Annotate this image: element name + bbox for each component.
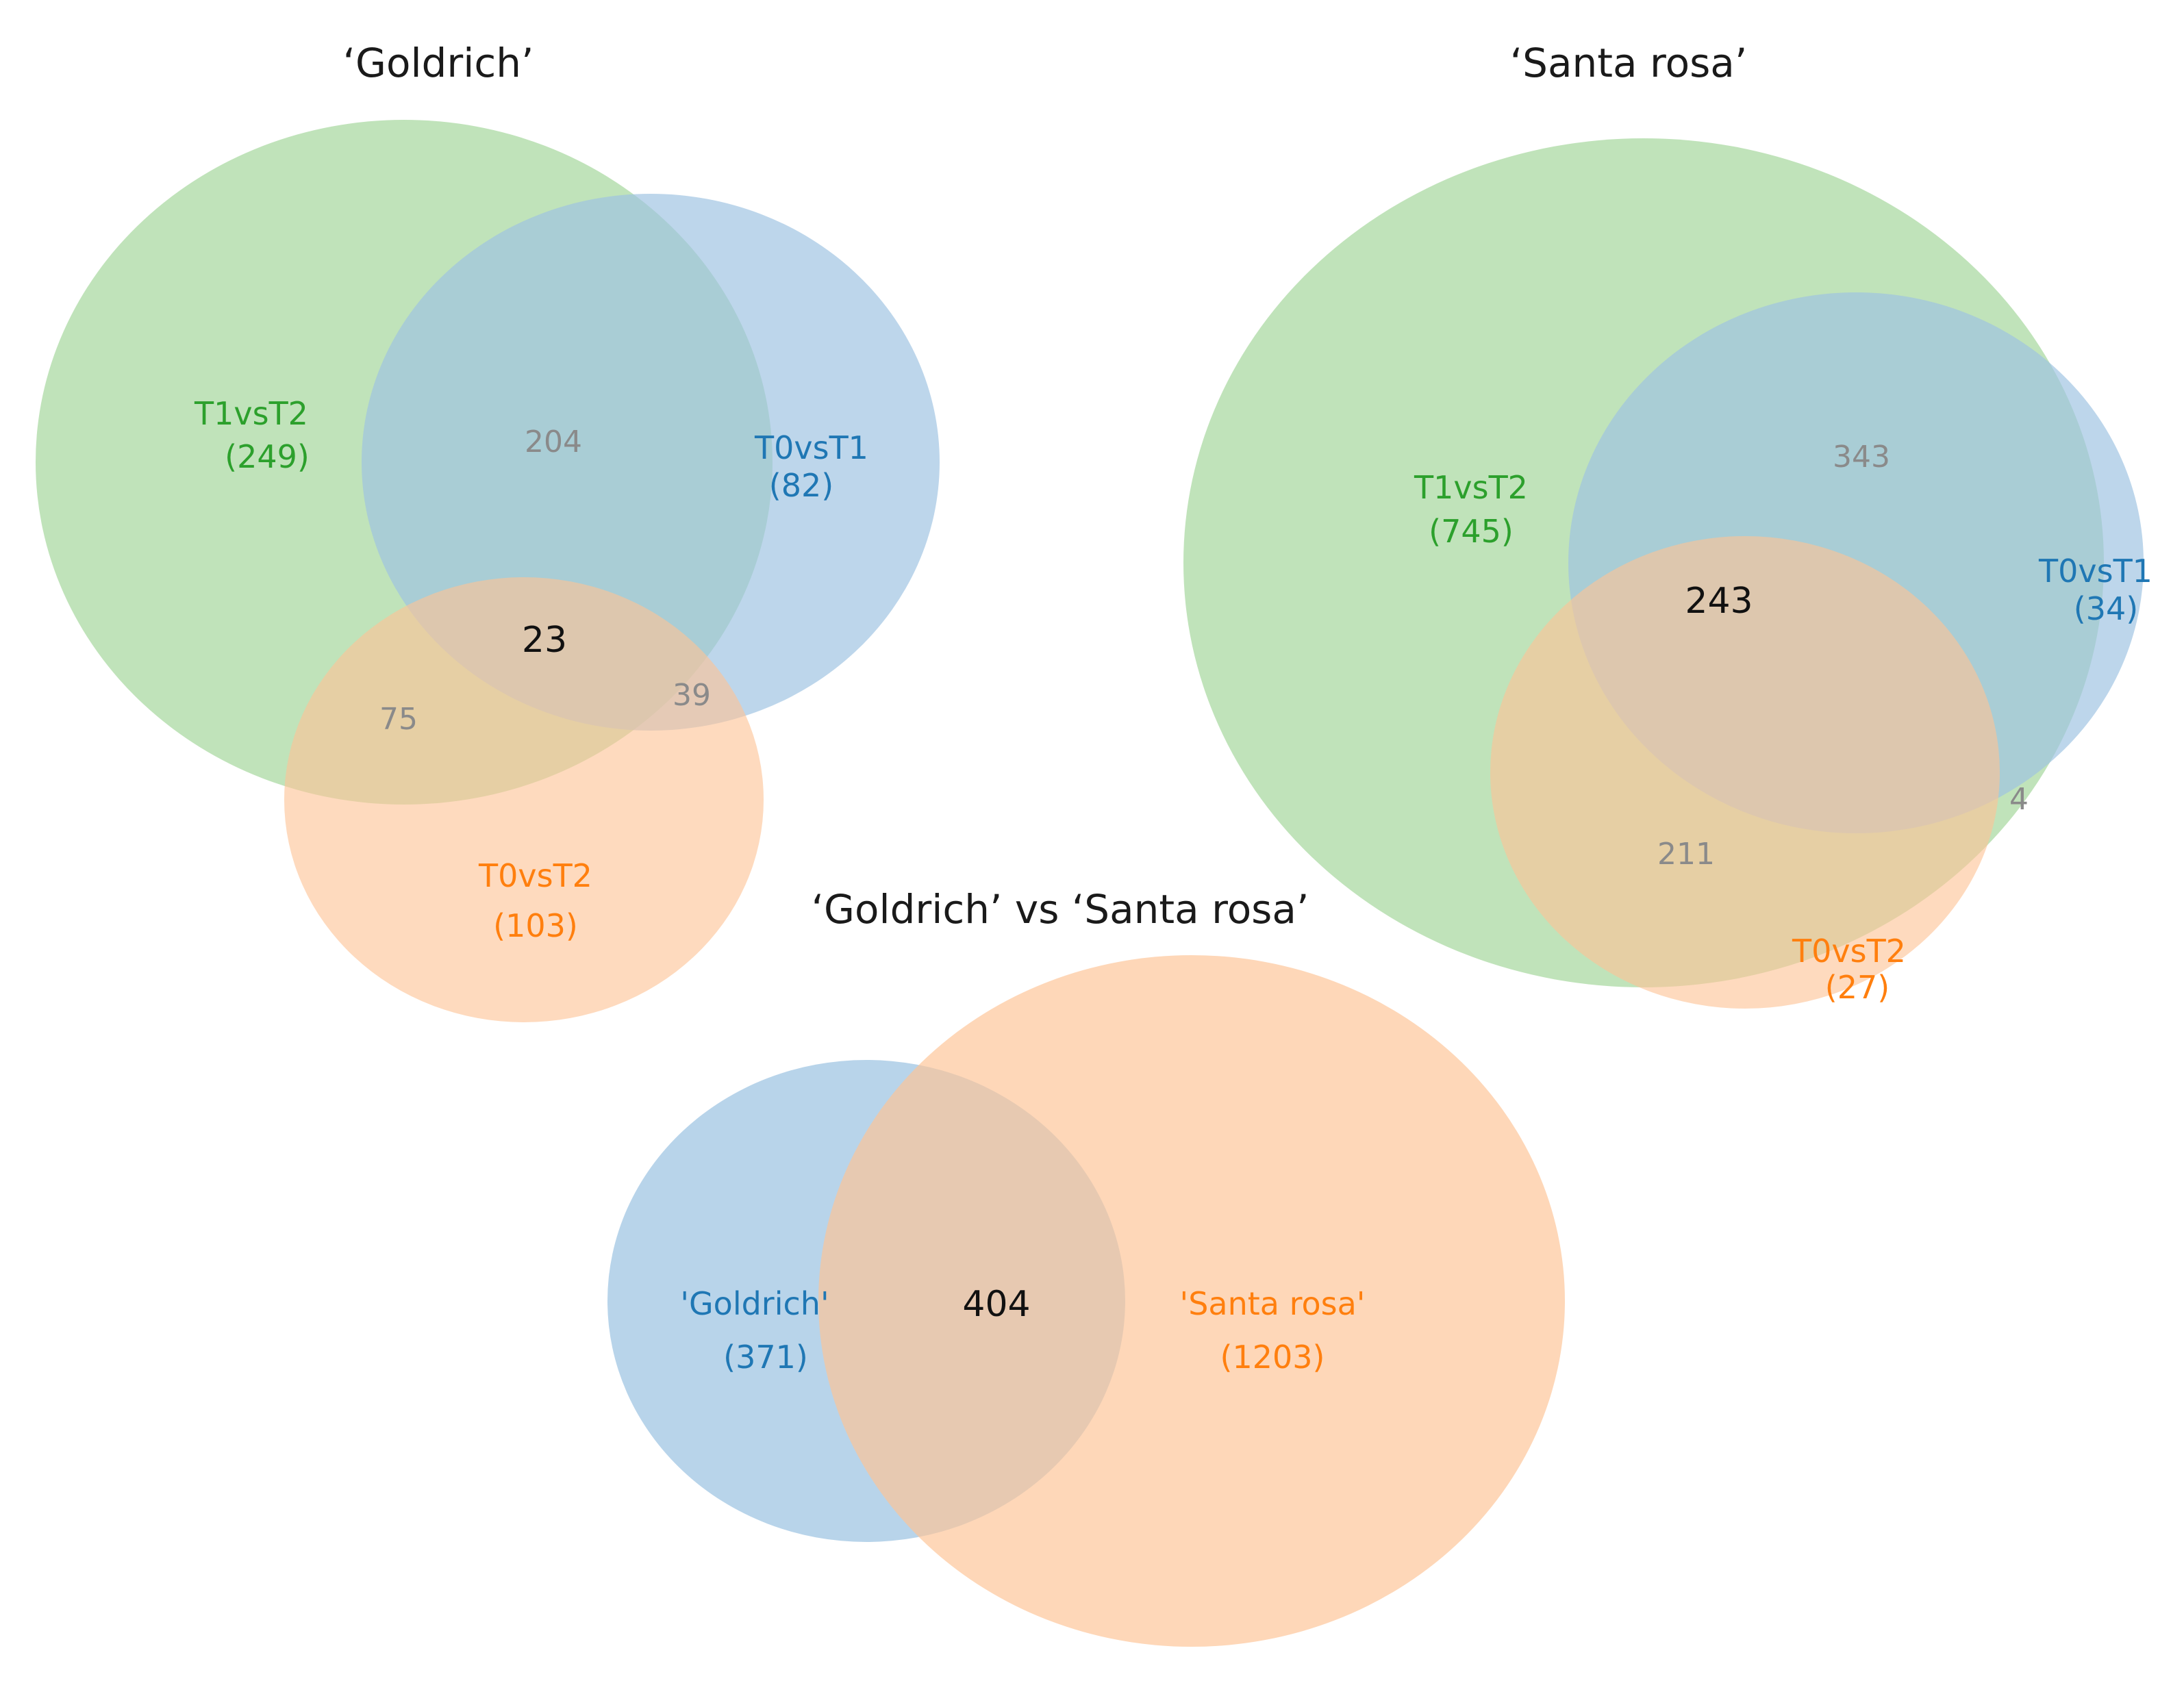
goldrich-t1vst2-count: (249) (225, 438, 310, 475)
comparison-venn: ‘Goldrich’ vs ‘Santa rosa’ 'Goldrich' (3… (607, 886, 1565, 1647)
santarosa-t0vst1-count: (34) (2074, 590, 2138, 627)
goldrich-region-all-three: 23 (522, 620, 567, 661)
comparison-region-shared: 404 (962, 1284, 1030, 1325)
goldrich-t0vst1-count: (82) (769, 467, 833, 504)
santarosa-title: ‘Santa rosa’ (1510, 40, 1748, 86)
goldrich-t0vst2-circle (284, 577, 764, 1022)
goldrich-t0vst2-count: (103) (493, 907, 578, 944)
santarosa-region-t1vst2-t0vst2: 211 (1657, 837, 1715, 872)
comparison-title: ‘Goldrich’ vs ‘Santa rosa’ (812, 886, 1309, 933)
comparison-goldrich-label: 'Goldrich' (680, 1285, 829, 1322)
santarosa-region-all-three: 243 (1685, 581, 1753, 622)
goldrich-t0vst2-label: T0vsT2 (478, 857, 592, 894)
santarosa-region-t0vst1-t0vst2: 4 (2009, 782, 2029, 817)
santarosa-t0vst2-count: (27) (1825, 969, 1890, 1006)
goldrich-region-t1vst2-t0vst1: 204 (525, 425, 582, 459)
comparison-goldrich-count: (371) (723, 1339, 808, 1376)
goldrich-region-t0vst1-t0vst2: 39 (673, 678, 711, 713)
santarosa-t1vst2-count: (745) (1429, 513, 1514, 550)
comparison-santarosa-label: 'Santa rosa' (1180, 1285, 1366, 1322)
santarosa-t0vst2-label: T0vsT2 (1792, 933, 1906, 970)
santarosa-t1vst2-label: T1vsT2 (1414, 469, 1528, 506)
comparison-santarosa-count: (1203) (1220, 1339, 1325, 1376)
goldrich-region-t1vst2-t0vst2: 75 (379, 702, 418, 737)
santarosa-t0vst1-label: T0vsT1 (2038, 553, 2152, 590)
santarosa-venn: ‘Santa rosa’ T1vsT2 (745) T0vsT1 (34) T0… (1183, 40, 2152, 1009)
goldrich-venn: ‘Goldrich’ T1vsT2 (249) T0vsT1 (82) T0vs… (36, 40, 940, 1022)
santarosa-region-t1vst2-t0vst1: 343 (1833, 440, 1890, 475)
goldrich-title: ‘Goldrich’ (343, 40, 534, 86)
goldrich-t1vst2-label: T1vsT2 (194, 395, 308, 432)
comparison-santarosa-circle (818, 955, 1565, 1647)
santarosa-t0vst2-circle (1490, 536, 2000, 1009)
goldrich-t0vst1-label: T0vsT1 (754, 429, 868, 466)
